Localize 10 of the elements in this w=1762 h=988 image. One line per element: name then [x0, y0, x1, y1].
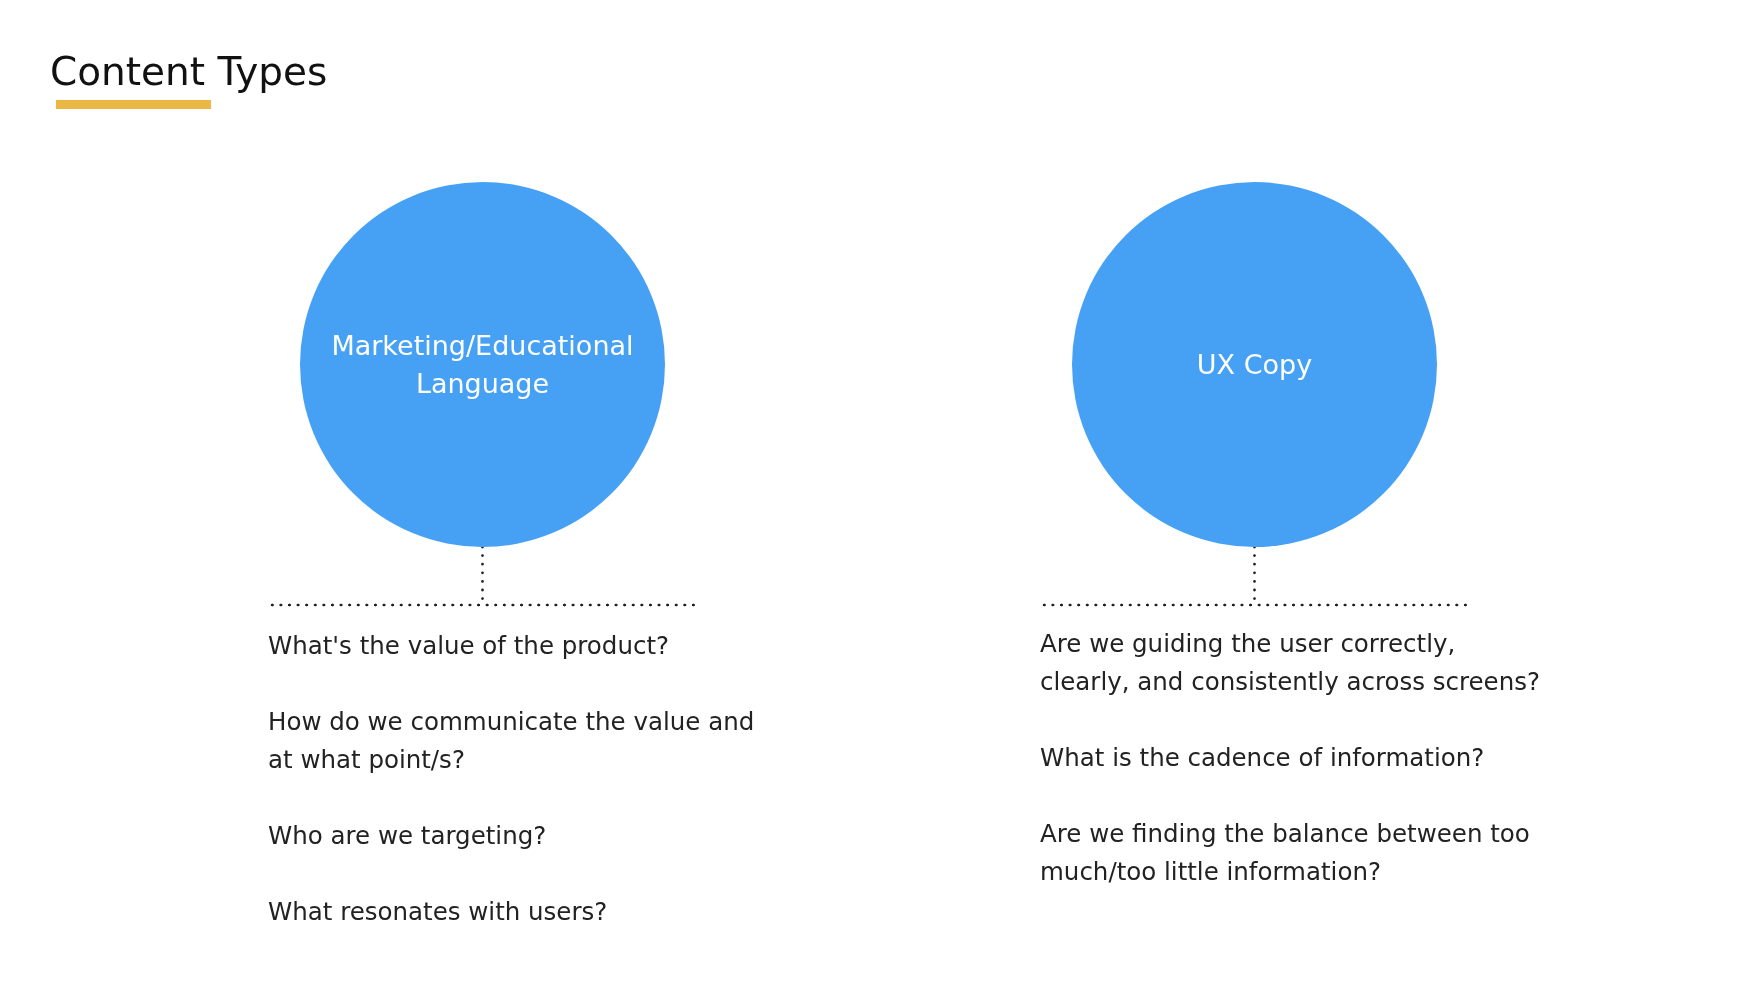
question-text: Are we guiding the user correctly, clearly, and consistently across screens?: [1040, 628, 1541, 698]
question-text: Are we finding the balance between too much/too little information?: [1040, 818, 1531, 888]
question-text: Who are we targeting?: [268, 820, 547, 852]
topic-label: Marketing/Educational Language: [330, 328, 635, 401]
question-text: What resonates with users?: [268, 896, 608, 928]
question-text: How do we communicate the value and at what point/s?: [268, 706, 756, 776]
question-text: What's the value of the product?: [268, 630, 669, 662]
question-text: What is the cadence of information?: [1040, 742, 1485, 774]
topic-label: UX Copy: [1196, 347, 1313, 382]
slide-title: Content Types: [50, 48, 328, 96]
